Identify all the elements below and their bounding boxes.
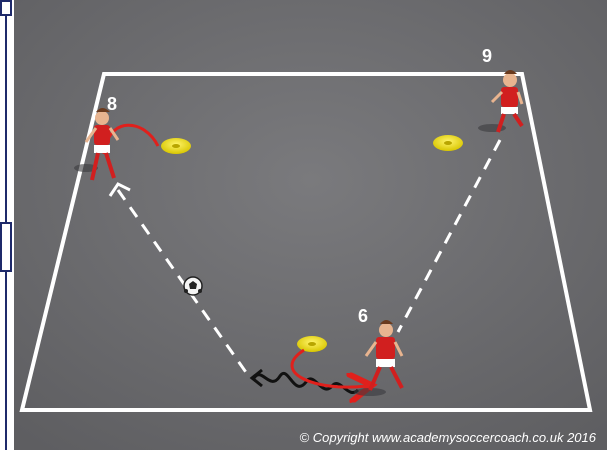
cone-bottom-top: [308, 342, 316, 346]
cone-right-top: [444, 141, 452, 145]
frame-box-top: [0, 0, 12, 16]
soccer-ball-icon: [184, 277, 202, 295]
player-6-number: 6: [358, 306, 368, 326]
player-9-number: 9: [482, 46, 492, 66]
cone-left-top: [172, 144, 180, 148]
frame-box-middle: [0, 222, 12, 272]
player-8-number: 8: [107, 94, 117, 114]
drill-diagram: 8 9 6 © Copyright www.ac: [14, 0, 607, 450]
copyright-text: © Copyright www.academysoccercoach.co.uk…: [300, 430, 597, 445]
page-frame-left: [0, 0, 14, 450]
